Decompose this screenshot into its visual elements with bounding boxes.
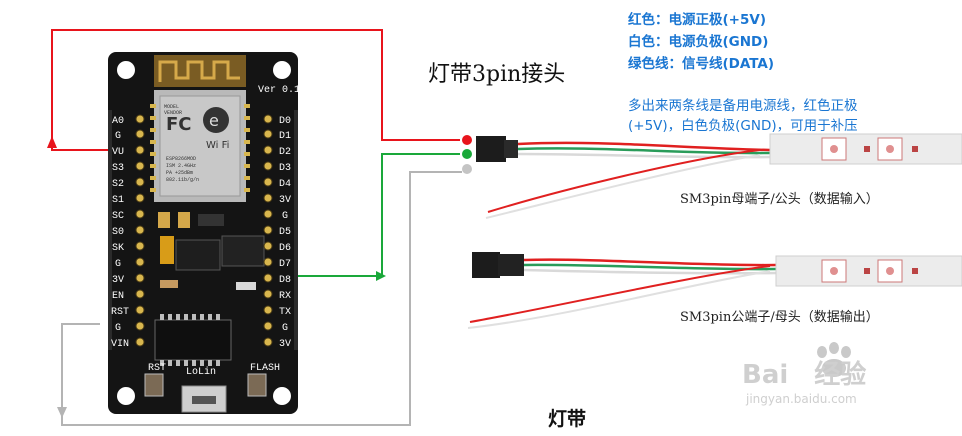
input-connector-label: SM3pin母端子/公头（数据输入）: [680, 192, 879, 207]
right-pin-labels: D0 D1 D2 D3 D4 3V G D5 D6 D7 D8 RX TX G …: [279, 116, 291, 350]
backup-power-note: 多出来两条线是备用电源线，红色正极(+5V)，白色负极(GND)，可用于补压: [628, 98, 858, 134]
nodemcu-board: FC e: [108, 52, 298, 414]
right-pin-label: D0: [279, 116, 291, 127]
left-pin-label: SC: [112, 211, 124, 222]
gray-dot: [462, 164, 472, 174]
legend-white: 白色：电源负极(GND): [628, 34, 769, 50]
right-pin-label: 3V: [279, 339, 291, 350]
module-text: PA +25dBm: [166, 170, 193, 176]
rst-button-label: RST: [148, 363, 166, 374]
input-cable: [476, 133, 962, 219]
module-label-lines: MODEL VENDOR ESP8266MOD ISM 2.4GHz PA +2…: [164, 104, 199, 183]
right-pin-label: D7: [279, 259, 291, 270]
green-dot: [462, 149, 472, 159]
left-pin-label: EN: [112, 291, 124, 302]
left-pin-label: VIN: [111, 339, 129, 350]
green-wire-arrow: [376, 271, 386, 281]
module-text: VENDOR: [164, 110, 182, 116]
right-pin-label: G: [282, 323, 288, 334]
module-text: 802.11b/g/n: [166, 177, 199, 183]
legend-red: 红色：电源正极(+5V): [628, 12, 766, 28]
board-version: Ver 0.1: [258, 85, 300, 96]
connector-title: 灯带3pin接头: [428, 62, 566, 87]
svg-text:FC: FC: [166, 114, 192, 135]
svg-text:e: e: [209, 111, 219, 130]
module-text: ISM 2.4GHz: [166, 163, 196, 169]
left-pin-label: VU: [112, 147, 124, 158]
watermark-logo-suffix: 经验: [814, 360, 867, 390]
right-pin-label: RX: [279, 291, 291, 302]
right-pin-label: D3: [279, 163, 291, 174]
watermark-url: jingyan.baidu.com: [746, 392, 857, 406]
right-pin-label: TX: [279, 307, 291, 318]
flash-button-label: FLASH: [250, 363, 280, 374]
left-pin-label: S2: [112, 179, 124, 190]
left-pin-label: RST: [111, 307, 129, 318]
module-text: MODEL: [164, 104, 179, 110]
left-pin-label: S1: [112, 195, 124, 206]
baidu-paw-icon: [817, 342, 851, 377]
gray-wire-arrow: [57, 407, 67, 418]
right-pin-label: D8: [279, 275, 291, 286]
left-pin-label: G: [115, 259, 121, 270]
left-pin-label: A0: [112, 116, 124, 127]
watermark-logo: Bai 经验: [742, 354, 866, 391]
red-wire-arrow: [47, 136, 57, 148]
gray-wire: [61, 171, 462, 426]
green-wire: [292, 153, 460, 277]
board-brand: LoLin: [186, 366, 216, 378]
left-pin-label: S3: [112, 163, 124, 174]
legend-green: 绿色线：信号线(DATA): [628, 56, 775, 72]
wifi-logo: Wi Fi: [206, 140, 229, 151]
left-pin-label: SK: [112, 243, 124, 254]
right-pin-label: 3V: [279, 195, 291, 206]
right-pin-label: D4: [279, 179, 291, 190]
left-pin-label: 3V: [112, 275, 124, 286]
left-pin-label: G: [115, 323, 121, 334]
right-pin-label: D1: [279, 131, 291, 142]
red-wire: [51, 29, 460, 151]
right-pin-label: D5: [279, 227, 291, 238]
right-pin-label: D6: [279, 243, 291, 254]
watermark-logo-text: Bai: [742, 360, 789, 390]
left-pin-label: S0: [112, 227, 124, 238]
output-cable: [467, 252, 962, 329]
left-pin-labels: A0 G VU S3 S2 S1 SC S0 SK G 3V EN RST G …: [111, 116, 129, 350]
output-connector-label: SM3pin公端子/母头（数据输出）: [680, 310, 879, 325]
right-pin-label: D2: [279, 147, 291, 158]
red-dot: [462, 135, 472, 145]
module-text: ESP8266MOD: [166, 156, 196, 162]
strip-label: 灯带: [548, 408, 587, 430]
right-pin-label: G: [282, 211, 288, 222]
left-pin-label: G: [115, 131, 121, 142]
